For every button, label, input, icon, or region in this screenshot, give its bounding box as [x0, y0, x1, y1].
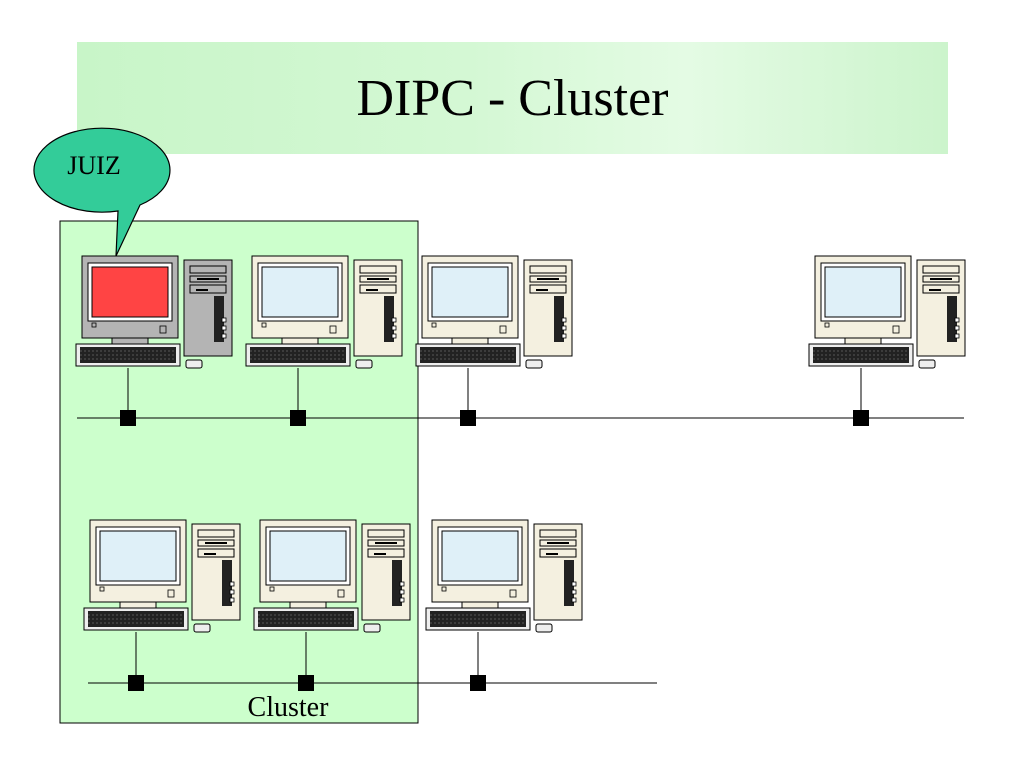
- cluster-label: Cluster: [248, 692, 330, 723]
- page-title: DIPC - Cluster: [356, 69, 669, 127]
- network-node: [298, 675, 314, 691]
- computer: [245, 255, 403, 369]
- network-node: [120, 410, 136, 426]
- network-node: [128, 675, 144, 691]
- computer: [415, 255, 573, 369]
- network-node: [460, 410, 476, 426]
- computer: [83, 519, 241, 633]
- network-node: [470, 675, 486, 691]
- computer: [253, 519, 411, 633]
- juiz-label: JUIZ: [67, 151, 120, 180]
- juiz-callout-bubble: [33, 127, 171, 257]
- title-banner: DIPC - Cluster: [77, 42, 948, 154]
- computer: [425, 519, 583, 633]
- computer-juiz: [75, 255, 233, 369]
- computer: [808, 255, 966, 369]
- network-node: [853, 410, 869, 426]
- network-node: [290, 410, 306, 426]
